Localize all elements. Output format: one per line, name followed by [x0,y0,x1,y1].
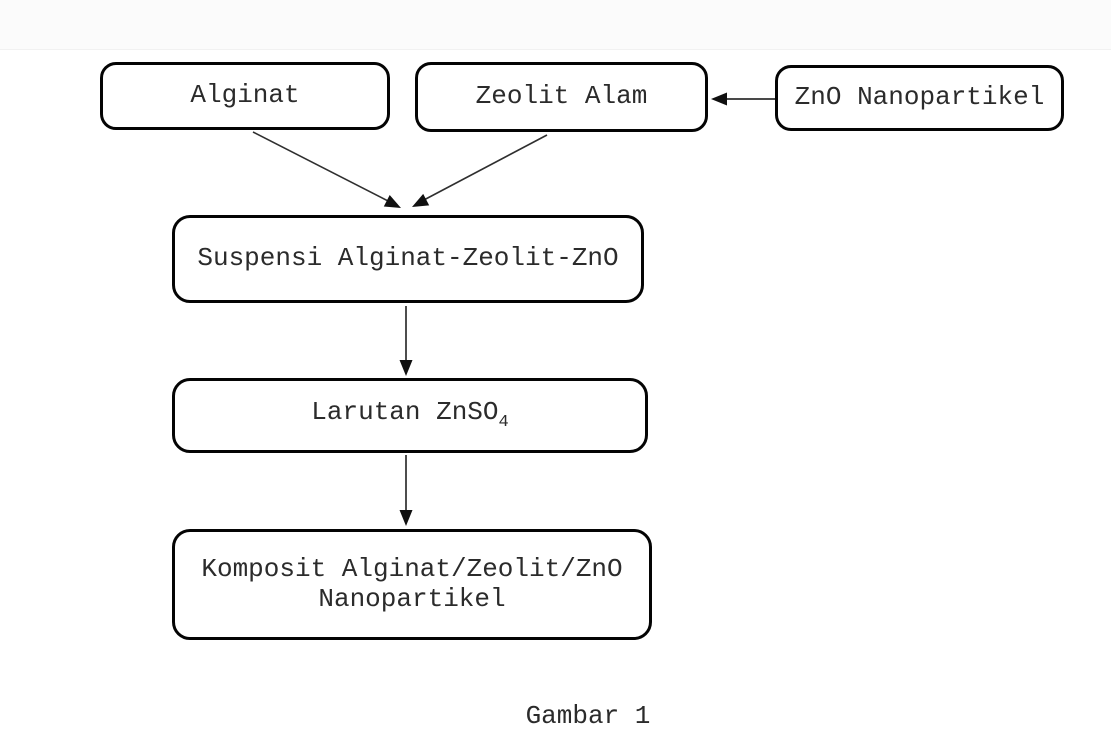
node-komposit-label-line2: Nanopartikel [318,583,506,614]
edge-zno-to-zeolit [711,92,775,106]
edge-alginat-to-suspensi [252,131,401,208]
node-komposit-label-line1: Komposit Alginat/Zeolit/ZnO [201,553,623,584]
node-zno-nanopartikel-label: ZnO Nanopartikel [794,82,1045,113]
node-larutan-znso4: Larutan ZnSO4 [172,378,648,453]
node-zno-nanopartikel: ZnO Nanopartikel [775,65,1064,131]
node-suspensi-label: Suspensi Alginat-Zeolit-ZnO [197,243,619,274]
node-zeolit-alam-label: Zeolit Alam [475,81,648,112]
node-alginat-label: Alginat [190,80,300,111]
node-zeolit-alam: Zeolit Alam [415,62,708,132]
node-larutan-label-subscript: 4 [498,413,509,433]
node-larutan-label: Larutan ZnSO4 [311,397,509,433]
edge-zeolit-to-suspensi [412,134,548,207]
edge-suspensi-to-larutan [399,306,413,376]
figure-caption: Gambar 1 [525,701,651,731]
node-larutan-label-main: Larutan ZnSO [311,397,499,428]
top-background-strip [0,0,1111,50]
node-komposit-alginat-zeolit-zno: Komposit Alginat/Zeolit/ZnO Nanopartikel [172,529,652,640]
node-alginat: Alginat [100,62,390,130]
node-suspensi-alginat-zeolit-zno: Suspensi Alginat-Zeolit-ZnO [172,215,644,303]
edge-larutan-to-komposit [399,455,413,526]
